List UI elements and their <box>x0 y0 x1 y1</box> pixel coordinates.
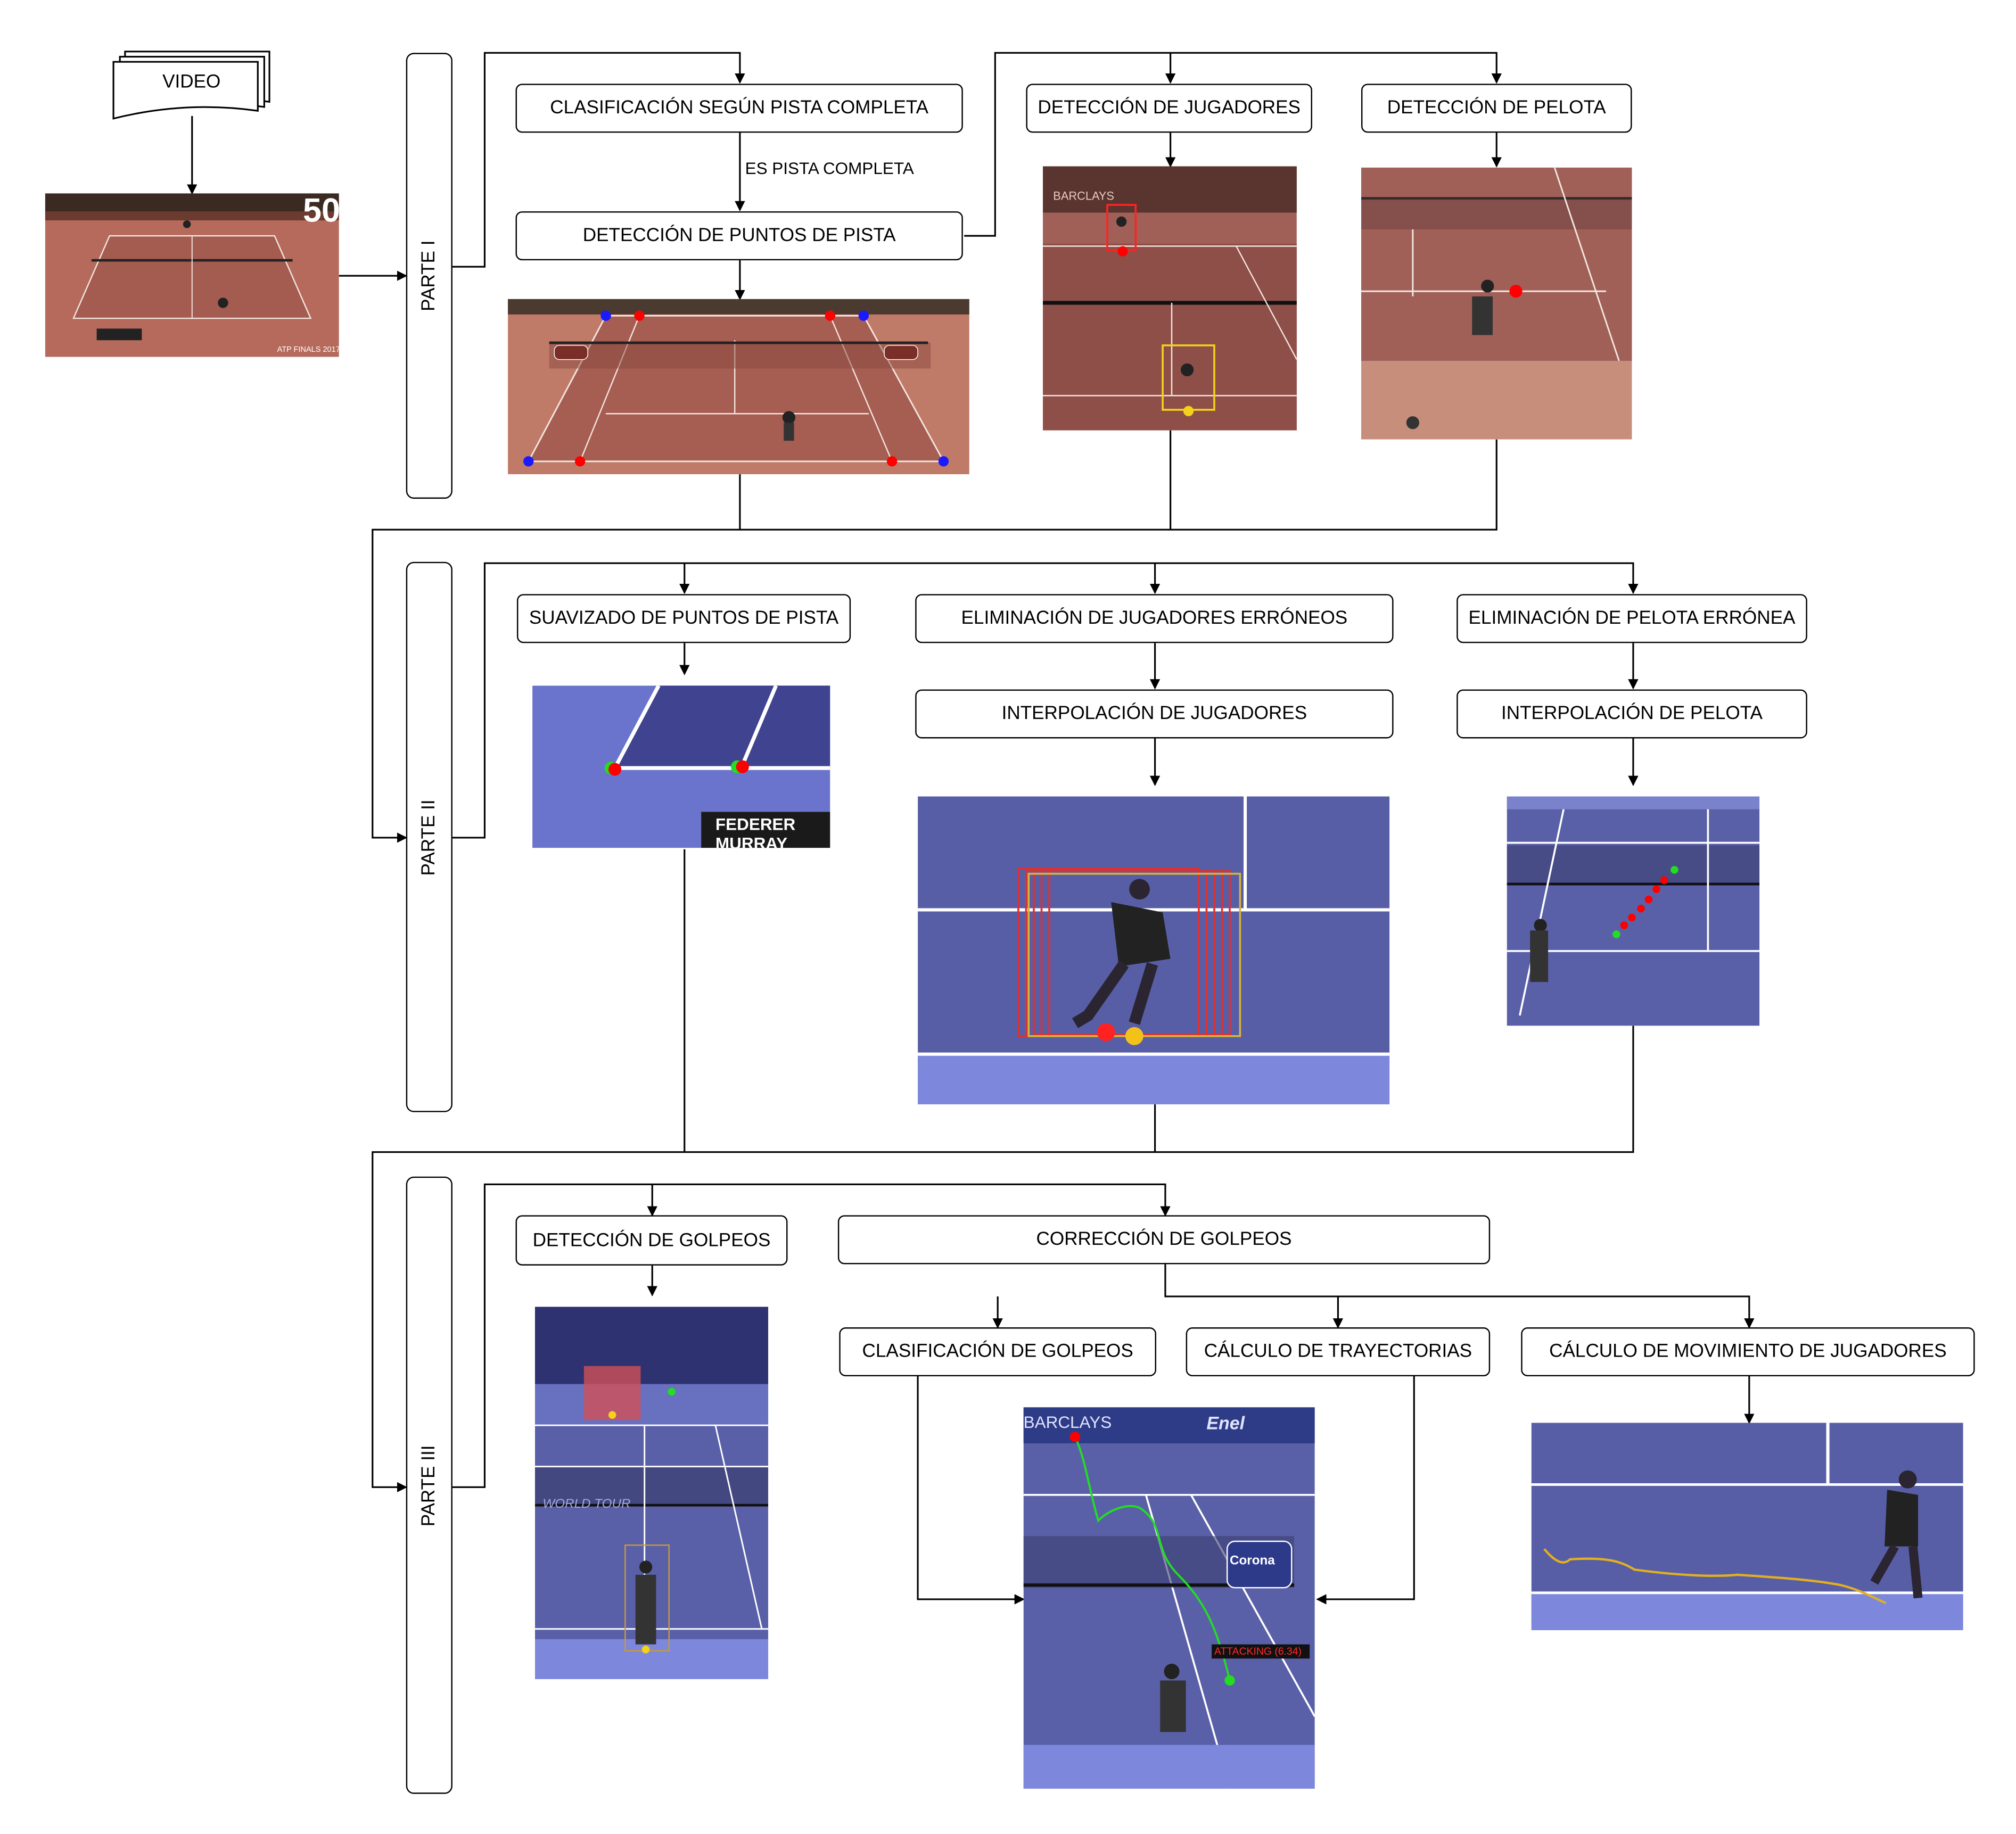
trajectories-box: CÁLCULO DE TRAYECTORIAS <box>1186 1327 1491 1377</box>
stroke-detection-box: DETECCIÓN DE GOLPEOS <box>515 1215 788 1266</box>
barclays-trajectory-text: BARCLAYS <box>1023 1412 1112 1432</box>
barclays-text: BARCLAYS <box>1053 189 1114 203</box>
court-points-box: DETECCIÓN DE PUNTOS DE PISTA <box>515 211 963 261</box>
ball-detection-image <box>1361 167 1632 440</box>
ball-detection-box: DETECCIÓN DE PELOTA <box>1361 84 1632 133</box>
court-points-image <box>508 299 969 475</box>
part-1-label: PARTE I <box>418 240 440 311</box>
ball-removal-box: ELIMINACIÓN DE PELOTA ERRÓNEA <box>1457 594 1807 643</box>
player-movement-box: CÁLCULO DE MOVIMIENTO DE JUGADORES <box>1521 1327 1975 1377</box>
condition-label: ES PISTA COMPLETA <box>745 158 914 178</box>
video-stack-icon <box>112 51 270 120</box>
player-removal-box: ELIMINACIÓN DE JUGADORES ERRÓNEOS <box>915 594 1394 643</box>
stroke-correction-box: CORRECCIÓN DE GOLPEOS <box>837 1215 1491 1265</box>
stroke-classification-box: CLASIFICACIÓN DE GOLPEOS <box>839 1327 1156 1377</box>
player-movement-image <box>1531 1423 1963 1631</box>
player-interpolation-image <box>918 796 1390 1105</box>
atp-finals-text: ATP FINALS 2017 <box>277 346 339 354</box>
player-detection-image: BARCLAYS <box>1042 166 1297 431</box>
part-3-label: PARTE III <box>418 1444 440 1526</box>
ball-interp-box: INTERPOLACIÓN DE PELOTA <box>1457 689 1807 739</box>
smoothing-box: SUAVIZADO DE PUNTOS DE PISTA <box>516 594 851 643</box>
enel-text: Enel <box>1206 1412 1245 1433</box>
classify-court-box: CLASIFICACIÓN SEGÚN PISTA COMPLETA <box>515 84 963 133</box>
player-interp-box: INTERPOLACIÓN DE JUGADORES <box>915 689 1394 739</box>
part-3-container: PARTE III <box>406 1176 452 1794</box>
part-1-container: PARTE I <box>406 53 452 499</box>
ball-interpolation-image <box>1507 796 1760 1026</box>
stroke-trajectory-image: BARCLAYS Enel Corona ATTACKING (6.34) <box>1023 1407 1315 1789</box>
player-detection-box: DETECCIÓN DE JUGADORES <box>1026 84 1312 133</box>
part-2-container: PARTE II <box>406 561 452 1112</box>
corona-text: Corona <box>1230 1554 1275 1568</box>
input-video-frame: 50 ATP FINALS 2017 <box>45 193 339 357</box>
smoothing-image: FEDERER MURRAY <box>532 685 830 848</box>
player-names-text: FEDERER MURRAY <box>715 814 796 848</box>
video-label: VIDEO <box>162 72 221 93</box>
world-tour-text: WORLD TOUR <box>542 1497 631 1512</box>
stroke-detection-image: WORLD TOUR <box>534 1307 769 1680</box>
attacking-label: ATTACKING (6.34) <box>1214 1646 1302 1657</box>
score-number: 50 <box>303 193 339 230</box>
part-2-label: PARTE II <box>418 799 440 875</box>
